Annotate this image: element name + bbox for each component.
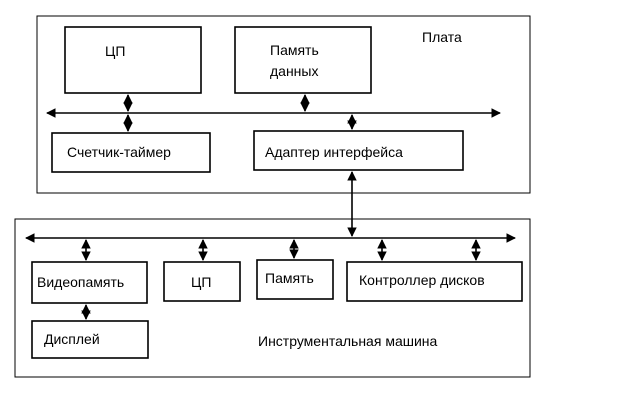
board-timer-label: Счетчик-таймер [67,144,171,160]
board-timer-box [51,132,211,173]
board-interface-adapter-label: Адаптер интерфейса [265,144,403,160]
host-cpu-label: ЦП [191,274,211,290]
board-data-memory-label: Память данных [270,42,323,79]
host-disk-controller-label: Контроллер дисков [359,272,485,288]
host-disk-controller-box [346,261,523,302]
board-title: Плата [422,29,462,45]
host-memory-label: Память [265,270,314,286]
host-title: Инструментальная машина [258,333,438,349]
board-frame [36,15,531,194]
host-display-label: Дисплей [44,331,100,347]
host-cpu-box [163,261,241,302]
board-data-memory-box [234,26,372,94]
host-video-memory-label: Видеопамять [37,274,124,290]
board-interface-adapter-box [253,130,464,171]
board-cpu-box [64,26,202,94]
host-display-box [31,320,149,359]
board-data-memory-line2: данных [270,63,318,79]
host-video-memory-box [31,261,148,304]
host-frame [14,218,531,378]
host-memory-box [256,259,334,300]
board-cpu-label: ЦП [105,43,125,59]
board-data-memory-line1: Память [270,42,319,58]
